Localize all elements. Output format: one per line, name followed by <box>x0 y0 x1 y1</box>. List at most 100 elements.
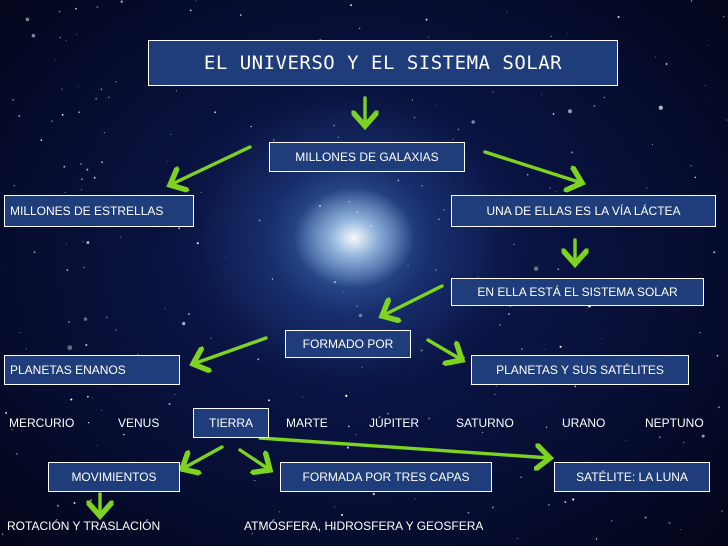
star <box>64 192 66 193</box>
star <box>87 421 90 424</box>
star <box>11 428 14 431</box>
star <box>31 33 36 38</box>
star <box>457 128 460 131</box>
star <box>477 276 479 278</box>
star <box>0 265 1 267</box>
star <box>495 385 497 387</box>
star <box>86 168 89 171</box>
star <box>115 329 117 331</box>
star <box>593 104 596 107</box>
star <box>164 308 166 310</box>
star <box>552 113 555 115</box>
star <box>356 305 358 307</box>
star <box>318 204 322 208</box>
text-rotacion-y-traslacion: ROTACIÓN Y TRASLACIÓN <box>7 519 161 533</box>
star <box>176 90 178 92</box>
star <box>92 397 94 399</box>
node-millones-de-galaxias: MILLONES DE GALAXIAS <box>269 142 465 172</box>
node-formada-por-tres-capas: FORMADA POR TRES CAPAS <box>280 462 492 492</box>
star <box>67 345 73 351</box>
star <box>347 425 350 428</box>
node-sistema-solar: EN ELLA ESTÁ EL SISTEMA SOLAR <box>451 278 704 306</box>
star <box>526 173 529 176</box>
star <box>81 189 83 191</box>
star <box>659 436 661 438</box>
star <box>189 9 192 12</box>
star <box>568 109 572 114</box>
star <box>435 104 437 106</box>
star <box>59 36 61 38</box>
star <box>690 164 692 167</box>
star <box>25 348 27 350</box>
arrow-galaxias-to-via-lactea <box>483 150 582 183</box>
star <box>108 96 110 98</box>
star <box>543 349 545 351</box>
star <box>257 358 260 361</box>
star <box>646 187 648 189</box>
star <box>40 139 43 141</box>
star <box>387 412 389 415</box>
star <box>302 396 304 398</box>
arrow-formado-to-planetas <box>426 338 462 360</box>
star <box>66 269 69 271</box>
star <box>25 17 30 22</box>
planet-jupiter: JÚPITER <box>369 416 420 430</box>
star <box>333 124 335 127</box>
star <box>716 354 719 357</box>
star <box>345 394 348 397</box>
star <box>71 424 73 426</box>
star <box>414 498 416 500</box>
star <box>658 105 663 110</box>
node-movimientos: MOVIMIENTOS <box>48 462 180 492</box>
star <box>106 316 108 319</box>
star <box>665 63 668 65</box>
star <box>425 18 428 21</box>
star <box>707 44 709 46</box>
star <box>333 527 335 529</box>
star <box>467 511 470 514</box>
star <box>358 27 361 30</box>
star <box>595 538 598 540</box>
planet-marte: MARTE <box>286 416 328 430</box>
star <box>66 243 68 245</box>
star <box>77 85 79 87</box>
star <box>96 5 99 9</box>
star <box>491 506 494 509</box>
star <box>86 241 90 244</box>
star <box>506 426 508 428</box>
star <box>13 184 16 187</box>
star <box>258 219 261 222</box>
star <box>120 0 123 3</box>
star <box>181 321 186 326</box>
star <box>709 96 710 98</box>
star <box>76 34 78 36</box>
star <box>268 399 270 402</box>
star <box>562 423 564 426</box>
star <box>571 151 574 154</box>
star <box>533 266 539 271</box>
star <box>273 139 275 141</box>
node-formado-por: FORMADO POR <box>285 330 411 358</box>
star <box>492 91 494 93</box>
star <box>547 503 550 506</box>
star <box>73 502 76 504</box>
star <box>167 161 169 163</box>
star <box>699 331 701 334</box>
node-planetas-enanos: PLANETAS ENANOS <box>4 355 180 385</box>
star <box>260 521 263 524</box>
star <box>361 366 363 369</box>
star <box>337 136 339 138</box>
star <box>95 97 98 100</box>
star <box>2 533 4 535</box>
star <box>61 88 63 90</box>
arrow-tierra-to-luna <box>258 436 550 458</box>
star <box>610 520 613 522</box>
star <box>341 240 343 242</box>
star <box>683 441 685 444</box>
star <box>567 33 569 35</box>
star <box>722 15 725 18</box>
star <box>137 353 139 355</box>
star <box>196 242 199 245</box>
star <box>70 398 73 401</box>
